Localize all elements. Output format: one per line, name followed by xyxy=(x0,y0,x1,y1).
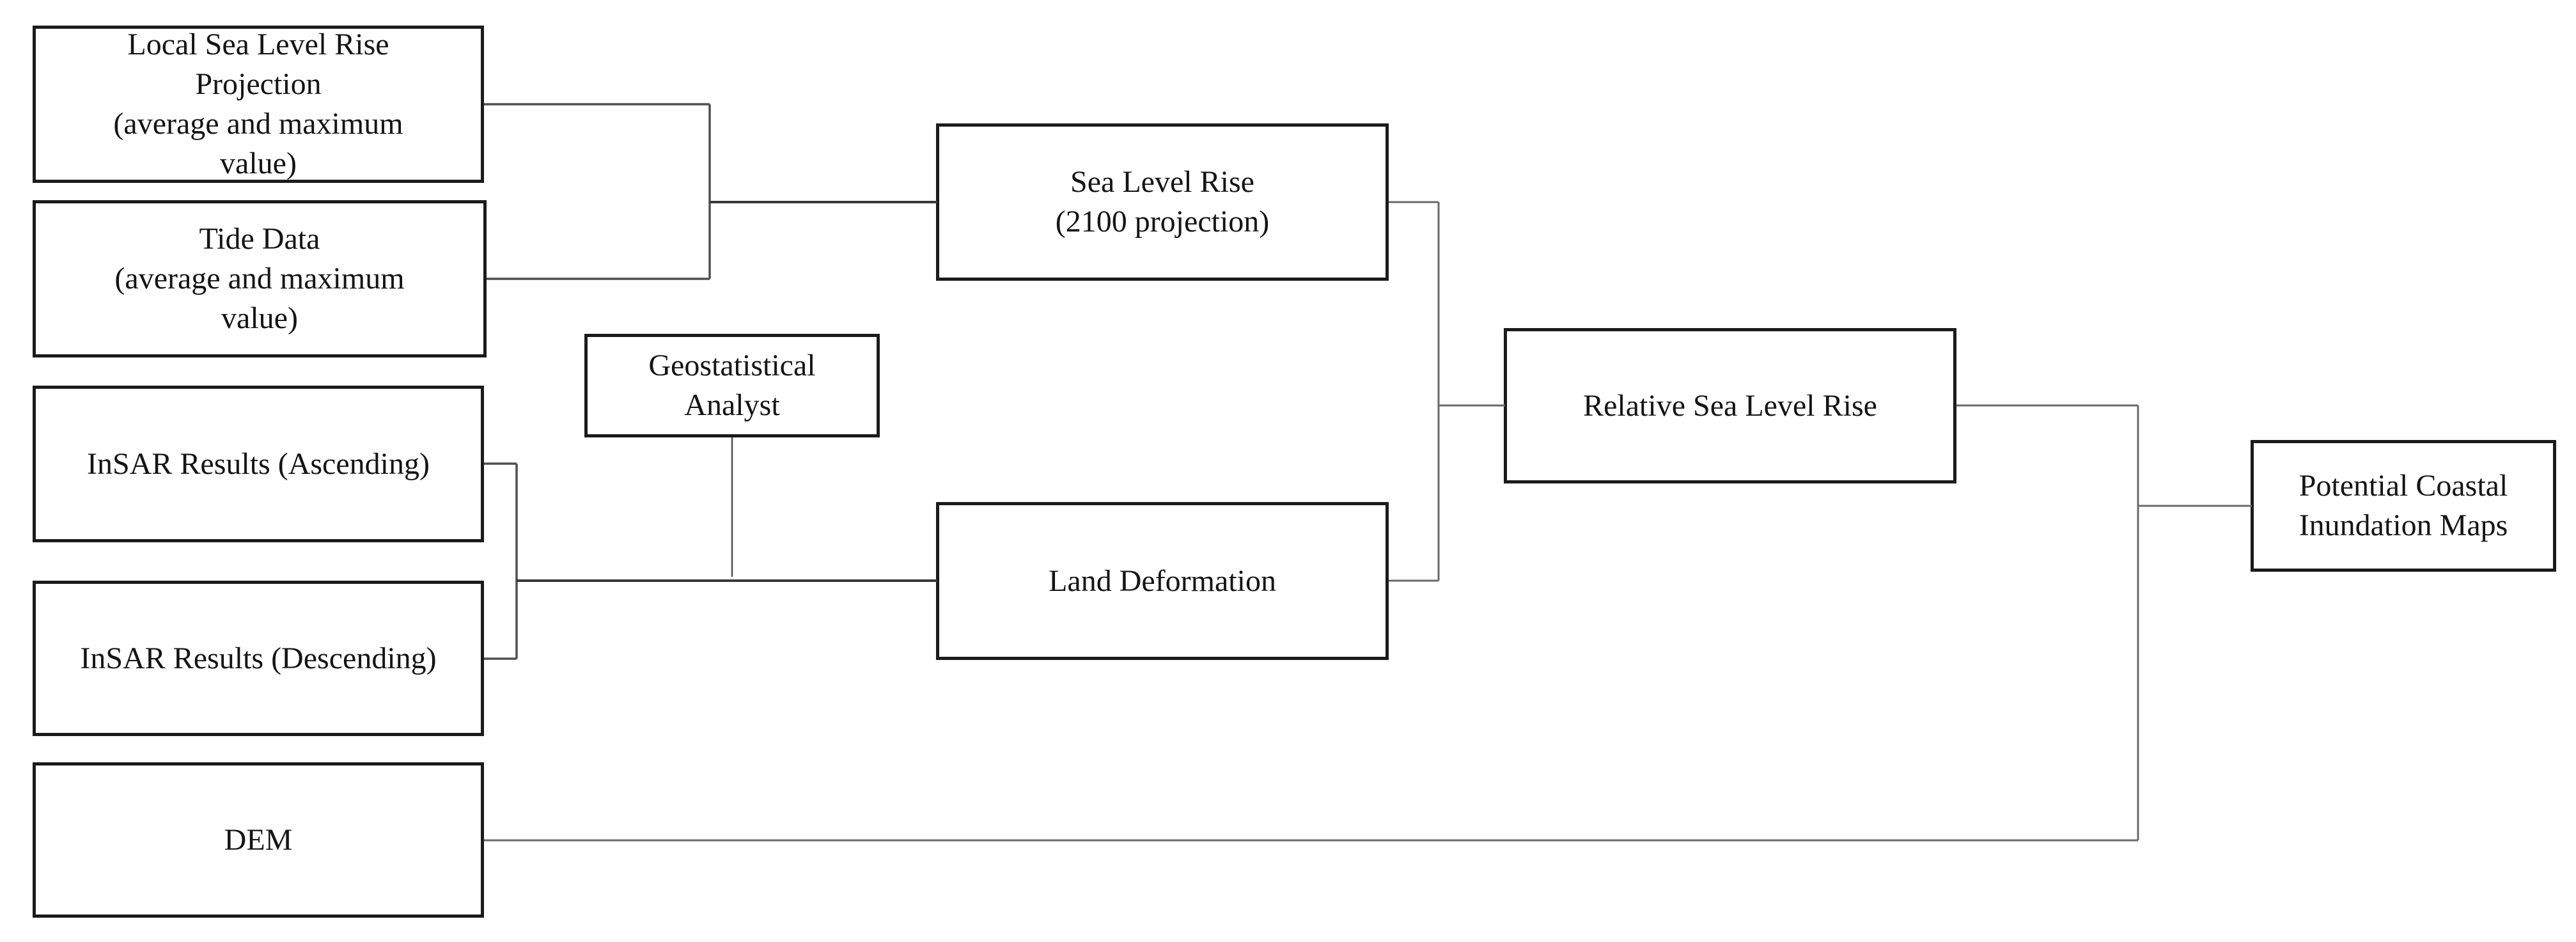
node-insar-results-ascending: InSAR Results (Ascending) xyxy=(33,386,484,542)
node-local-sea-level-rise-projection: Local Sea Level Rise Projection (average… xyxy=(33,26,484,183)
node-sea-level-rise-2100: Sea Level Rise (2100 projection) xyxy=(936,123,1389,281)
node-text-line: value) xyxy=(221,301,298,335)
node-text-line: Potential Coastal xyxy=(2299,469,2508,503)
node-text-line: Projection xyxy=(195,67,322,101)
node-text-line: Relative Sea Level Rise xyxy=(1583,388,1877,423)
node-tide-data: Tide Data (average and maximum value) xyxy=(33,200,487,357)
node-text-line: value) xyxy=(220,146,297,180)
node-geostatistical-analyst: Geostatistical Analyst xyxy=(584,334,880,437)
node-dem: DEM xyxy=(33,762,484,918)
node-land-deformation: Land Deformation xyxy=(936,502,1389,660)
node-text-line: DEM xyxy=(224,822,293,857)
node-text-line: (average and maximum xyxy=(113,107,403,141)
node-text-line: Geostatistical xyxy=(648,349,816,382)
node-text-line: (average and maximum xyxy=(114,262,405,295)
node-text-line: Land Deformation xyxy=(1049,563,1276,598)
node-potential-coastal-inundation-maps: Potential Coastal Inundation Maps xyxy=(2251,440,2556,572)
node-insar-results-descending: InSAR Results (Descending) xyxy=(33,581,484,736)
node-text-line: Tide Data xyxy=(199,222,320,256)
node-text-line: (2100 projection) xyxy=(1055,205,1270,239)
node-text-line: Local Sea Level Rise xyxy=(127,27,389,61)
node-text-line: Inundation Maps xyxy=(2299,508,2508,542)
node-text-line: Analyst xyxy=(684,388,780,422)
node-relative-sea-level-rise: Relative Sea Level Rise xyxy=(1504,328,1956,483)
node-text-line: InSAR Results (Descending) xyxy=(80,641,437,675)
node-text-line: InSAR Results (Ascending) xyxy=(87,446,430,481)
node-text-line: Sea Level Rise xyxy=(1070,165,1254,199)
